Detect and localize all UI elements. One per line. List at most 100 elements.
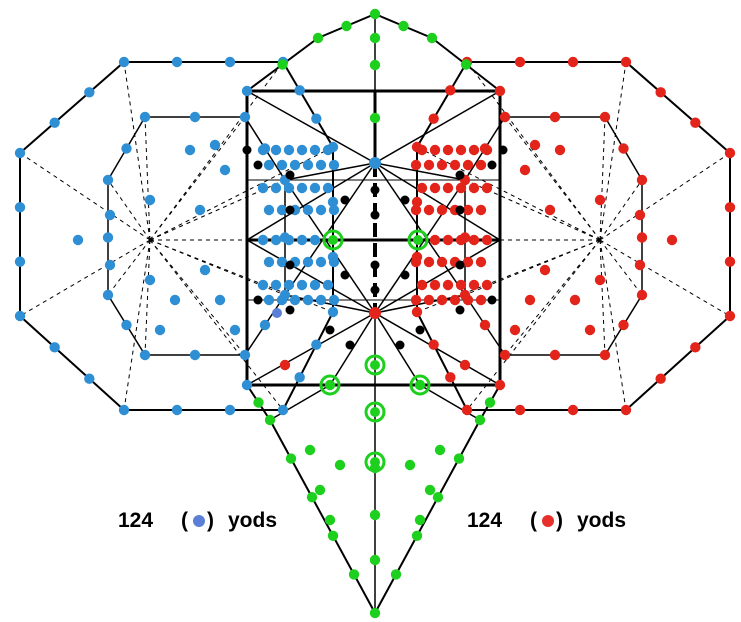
right-outer-polygon-edge xyxy=(625,61,731,154)
blue-yod-icon xyxy=(322,279,334,291)
black-yod-icon xyxy=(285,305,295,315)
right-outer-polygon-edge xyxy=(416,311,468,411)
red-yod-icon xyxy=(423,256,435,268)
red-yod-icon xyxy=(594,274,606,286)
red-yod-icon xyxy=(499,349,511,361)
green-yod-icon xyxy=(325,380,335,390)
blue-yod-icon xyxy=(184,144,196,156)
red-yod-icon xyxy=(584,324,596,336)
red-yod-icon xyxy=(462,204,474,216)
green-yod-icon xyxy=(369,8,381,20)
red-yod-icon xyxy=(411,306,423,318)
black-yod-icon xyxy=(400,270,410,280)
dashed-radial xyxy=(466,239,601,411)
black-yod-icon xyxy=(415,325,425,335)
green-yod-icon xyxy=(369,59,381,71)
dashed-radial xyxy=(599,239,731,317)
blue-yod-icon xyxy=(139,111,151,123)
blue-yod-icon xyxy=(276,159,288,171)
red-yod-icon xyxy=(620,404,632,416)
blue-yod-icon xyxy=(239,111,251,123)
red-yod-icon xyxy=(594,194,606,206)
black-yod-icon xyxy=(253,295,263,305)
blue-yod-icon xyxy=(263,294,275,306)
blue-yod-icon xyxy=(270,279,282,291)
blue-yod-icon xyxy=(276,294,288,306)
blue-yod-icon xyxy=(311,113,322,124)
blue-yod-icon xyxy=(327,306,339,318)
green-yod-icon xyxy=(370,407,380,417)
hub-spoke xyxy=(246,90,376,164)
green-yod-icon xyxy=(398,20,409,32)
blue-yod-icon xyxy=(276,204,288,216)
blue-yod-icon xyxy=(14,256,26,267)
black-yod-icon xyxy=(455,205,465,215)
hub-spoke xyxy=(246,239,376,314)
red-yod-icon xyxy=(524,294,536,306)
blue-yod-icon xyxy=(118,56,130,68)
red-yod-icon xyxy=(475,159,487,171)
red-yod-icon xyxy=(539,264,551,276)
red-yod-icon xyxy=(411,196,423,208)
hub-spoke xyxy=(246,162,376,241)
black-yod-icon xyxy=(285,205,295,215)
hub-spoke xyxy=(374,312,501,386)
blue-yod-icon xyxy=(144,274,156,286)
green-yod-icon xyxy=(304,444,316,456)
red-yod-icon xyxy=(455,279,467,291)
ring-icon xyxy=(364,354,386,376)
blue-yod-icon xyxy=(214,294,226,306)
red-yod-icon xyxy=(542,515,554,527)
red-yod-icon xyxy=(459,359,471,371)
red-yod-icon xyxy=(468,234,480,246)
blue-yod-icon xyxy=(276,256,288,268)
right-outer-polygon-edge xyxy=(625,315,731,411)
black-yod-icon xyxy=(370,210,380,220)
red-yod-icon xyxy=(529,139,541,151)
black-yod-icon xyxy=(498,145,508,155)
green-yod-icon xyxy=(312,32,324,44)
red-yod-icon xyxy=(436,204,448,216)
dashed-radial xyxy=(504,116,601,241)
blue-yod-icon xyxy=(102,174,114,186)
black-yod-icon xyxy=(455,170,465,180)
blue-yod-icon xyxy=(144,194,156,206)
green-yod-icon xyxy=(390,569,402,580)
legend-left: 124 ( ) yods xyxy=(118,509,277,532)
blue-yod-icon xyxy=(311,339,322,350)
blue-yod-icon xyxy=(84,373,95,384)
blue-yod-icon xyxy=(224,56,236,68)
dashed-radial xyxy=(149,239,284,411)
blue-yod-icon xyxy=(241,85,253,97)
green-yod-icon xyxy=(285,453,297,464)
red-yod-icon xyxy=(475,204,487,216)
left-outer-polygon-edge xyxy=(19,315,125,411)
green-yod-icon xyxy=(341,20,352,32)
dashed-radial xyxy=(504,239,601,356)
legend-left-word: yods xyxy=(228,509,277,532)
hub-spoke xyxy=(374,294,466,314)
red-yod-icon xyxy=(481,144,493,156)
blue-yod-icon xyxy=(289,159,301,171)
green-yod-icon xyxy=(474,414,486,426)
red-yod-icon xyxy=(569,294,581,306)
green-yod-icon xyxy=(460,59,472,70)
red-yod-icon xyxy=(455,234,467,246)
diagram-yods xyxy=(14,8,736,619)
black-yod-icon xyxy=(487,160,497,170)
blue-yod-icon xyxy=(328,294,340,306)
blue-yod-icon xyxy=(283,182,295,194)
blue-yod-icon xyxy=(302,256,314,268)
blue-yod-icon xyxy=(270,144,282,156)
legend-right-count: 124 xyxy=(467,509,502,532)
green-yod-icon xyxy=(370,360,380,370)
dashed-radial xyxy=(416,146,601,241)
blue-yod-icon xyxy=(283,279,295,291)
legend-left-close: ) xyxy=(207,509,214,532)
red-yod-icon xyxy=(554,144,566,156)
blue-yod-icon xyxy=(315,256,327,268)
blue-yod-icon xyxy=(194,204,206,216)
blue-yod-icon xyxy=(14,310,26,322)
green-yod-icon xyxy=(306,492,318,503)
hub-spoke xyxy=(374,162,466,181)
